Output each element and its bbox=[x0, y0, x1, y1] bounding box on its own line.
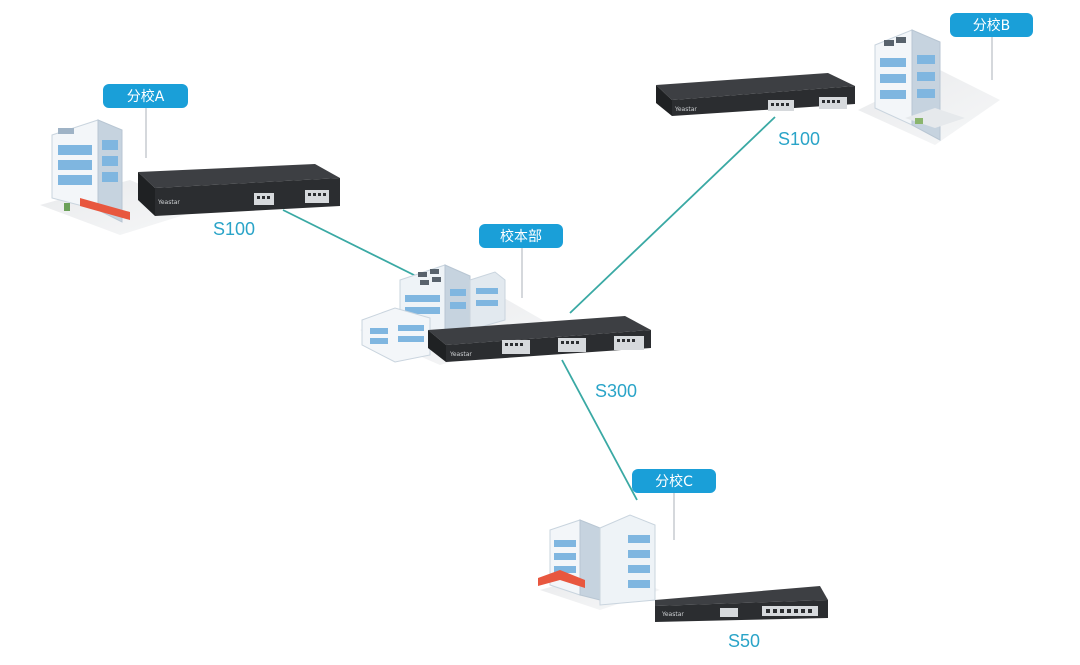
device-label-hq: S300 bbox=[595, 381, 637, 401]
branch-b-brand: Yeastar bbox=[674, 106, 697, 113]
branch-c-building bbox=[538, 514, 660, 610]
branch-a-brand: Yeastar bbox=[157, 199, 180, 206]
tag-hq: 校本部 bbox=[479, 224, 563, 248]
tag-branch-c-label: 分校C bbox=[655, 473, 693, 490]
branch-b-device: Yeastar bbox=[656, 73, 855, 116]
link-hq-branch-a bbox=[282, 209, 431, 284]
tag-branch-b-label: 分校B bbox=[973, 17, 1011, 34]
tag-branch-c: 分校C bbox=[632, 469, 716, 493]
tag-branch-a: 分校A bbox=[103, 84, 188, 108]
device-label-branch-c: S50 bbox=[728, 631, 760, 651]
branch-c-brand: Yeastar bbox=[661, 611, 684, 618]
device-label-branch-b: S100 bbox=[778, 129, 820, 149]
tag-pins bbox=[145, 37, 993, 540]
branch-a-device: Yeastar bbox=[138, 164, 340, 216]
device-label-branch-a: S100 bbox=[213, 219, 255, 239]
branch-b-building bbox=[858, 29, 1000, 145]
hq-device: Yeastar bbox=[428, 316, 651, 362]
link-hq-branch-b bbox=[569, 116, 776, 314]
branch-c-device: Yeastar bbox=[655, 586, 828, 622]
tag-hq-label: 校本部 bbox=[500, 228, 542, 245]
hq-building bbox=[360, 264, 560, 365]
tag-branch-b: 分校B bbox=[950, 13, 1033, 37]
connection-lines bbox=[282, 116, 776, 501]
link-hq-branch-c bbox=[561, 359, 638, 501]
hq-brand: Yeastar bbox=[449, 351, 472, 358]
tag-branch-a-label: 分校A bbox=[127, 88, 165, 105]
